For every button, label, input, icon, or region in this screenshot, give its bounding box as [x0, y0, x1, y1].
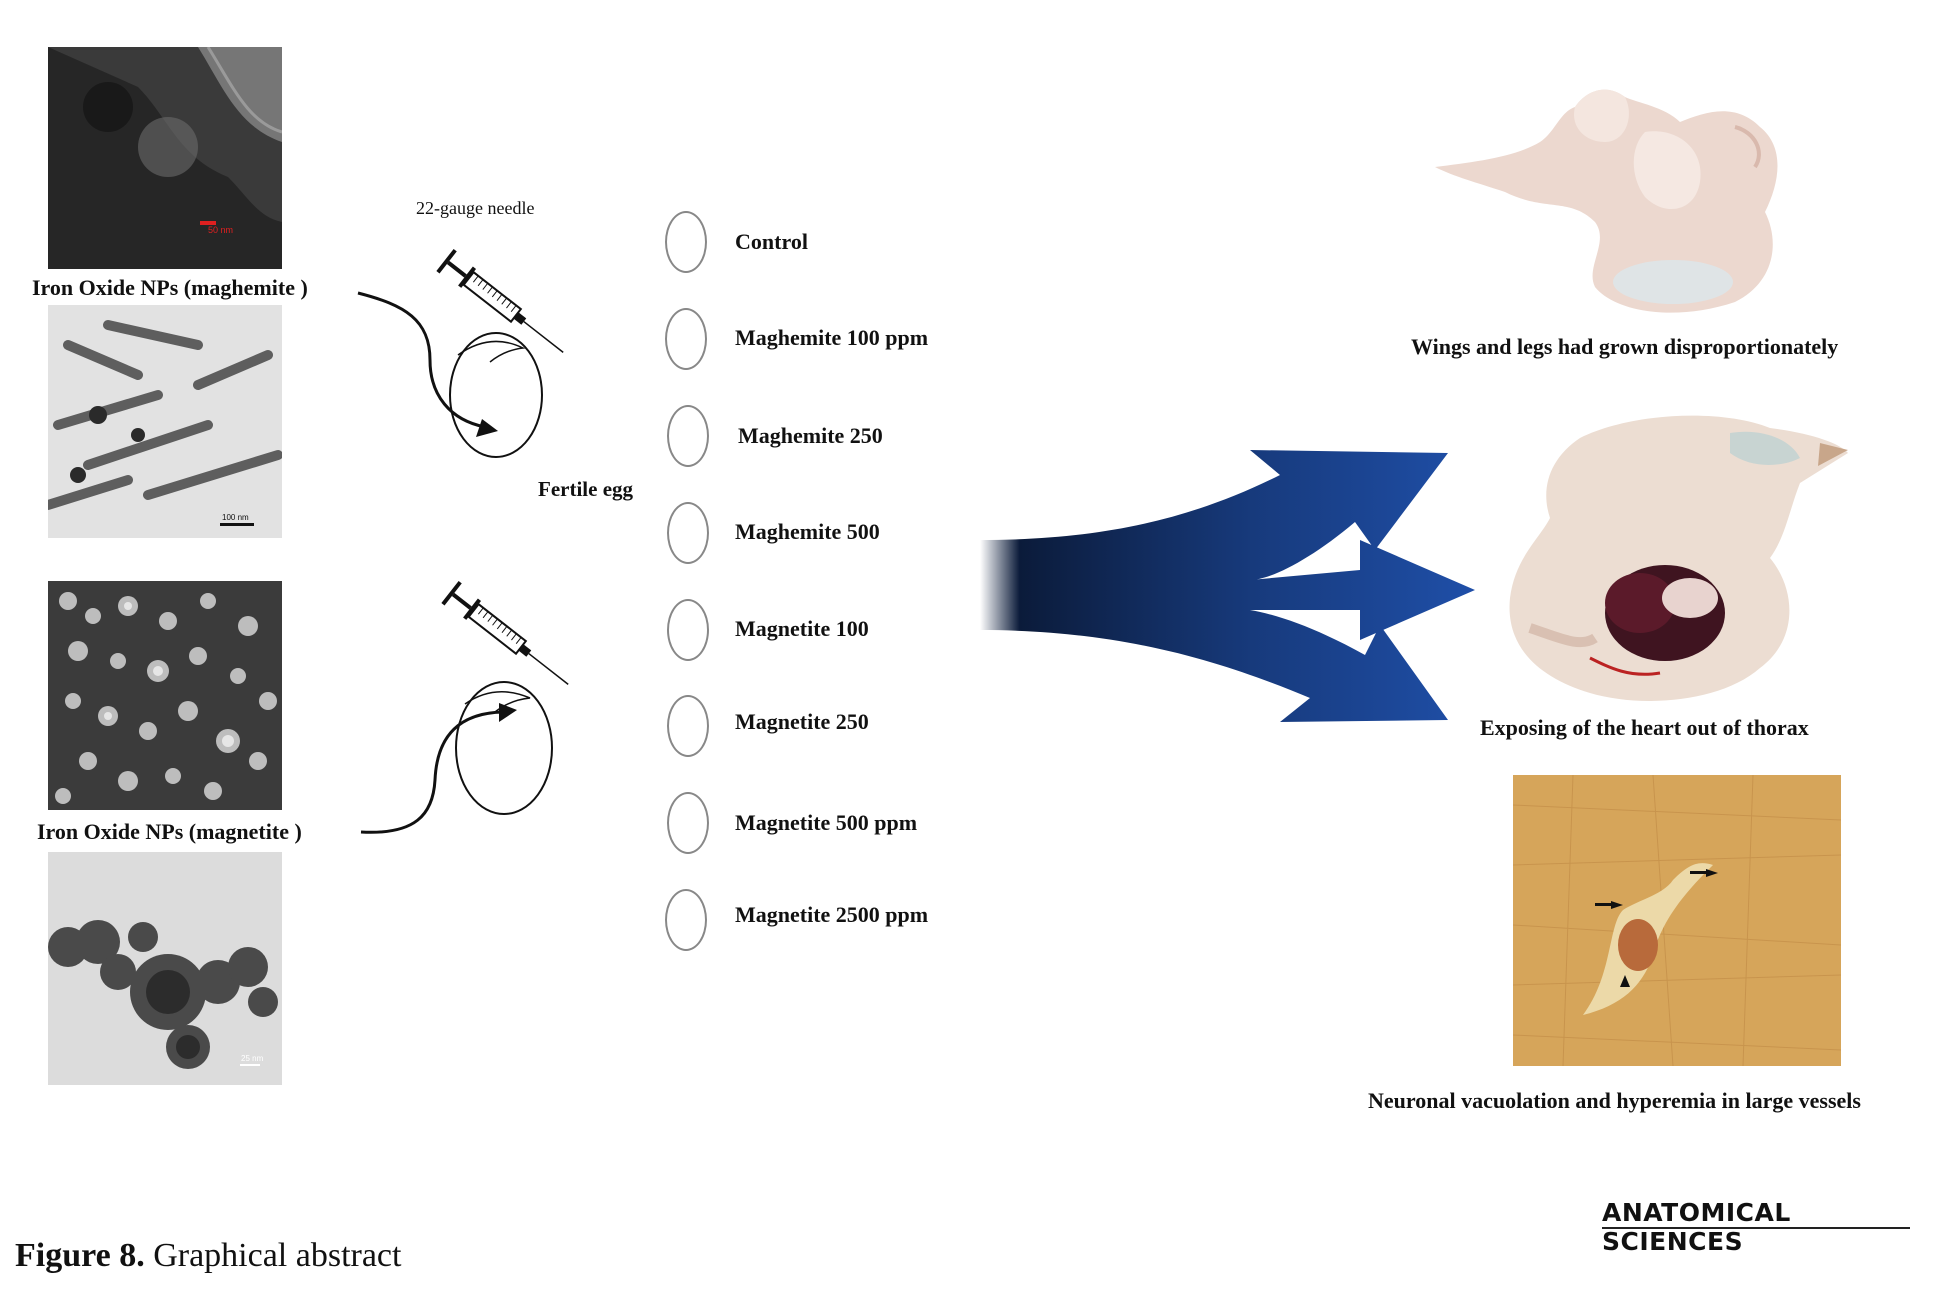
branching-arrow-icon: [980, 450, 1475, 722]
group-egg-icon: [665, 889, 707, 951]
sem-magnetite: [48, 581, 282, 810]
magnetite-label: Iron Oxide NPs (magnetite ): [37, 819, 302, 844]
tem-magnetite: 25 nm: [48, 852, 282, 1085]
group-egg-icon: [667, 695, 709, 757]
group-label: Control: [735, 229, 808, 254]
outcome-caption: Wings and legs had grown disproportionat…: [1411, 334, 1839, 359]
group-label: Magnetite 100: [735, 616, 869, 641]
scale-bar-label: 25 nm: [241, 1054, 264, 1063]
outcome-caption: Neuronal vacuolation and hyperemia in la…: [1368, 1088, 1861, 1113]
group-egg-icon: [665, 308, 707, 370]
group-egg-icon: [667, 405, 709, 467]
embryo-photo-heart: [1500, 408, 1848, 713]
group-egg-icon: [665, 211, 707, 273]
figure-title: Graphical abstract: [144, 1237, 402, 1274]
scale-bar-label: 50 nm: [208, 225, 234, 235]
journal-logo-underline: [1602, 1227, 1910, 1229]
group-label: Maghemite 500: [735, 519, 880, 544]
syringe-icon: [441, 580, 569, 685]
tem-maghemite-2: 100 nm: [48, 305, 282, 538]
journal-logo: ANATOMICAL SCIENCES: [1602, 1198, 1791, 1256]
maghemite-label: Iron Oxide NPs (maghemite ): [32, 275, 308, 300]
curved-arrow-icon: [357, 291, 498, 437]
group-label: Magnetite 250: [735, 709, 869, 734]
embryo-photo-limbs: [1435, 72, 1795, 322]
group-egg-icon: [667, 599, 709, 661]
outcome-caption: Exposing of the heart out of thorax: [1480, 715, 1809, 740]
scale-bar-label: 100 nm: [222, 513, 249, 522]
group-egg-icon: [667, 792, 709, 854]
histology-slide: [1513, 775, 1841, 1066]
figure-number: Figure 8.: [15, 1237, 145, 1274]
figure-caption: Figure 8. Graphical abstract: [15, 1237, 401, 1275]
group-label: Maghemite 250: [738, 423, 883, 448]
group-label: Magnetite 500 ppm: [735, 810, 918, 835]
group-egg-icon: [667, 502, 709, 564]
needle-label: 22-gauge needle: [416, 198, 535, 218]
curved-arrow-icon: [360, 703, 517, 834]
group-label: Magnetite 2500 ppm: [735, 902, 929, 927]
syringe-icon: [436, 248, 564, 353]
tem-maghemite-1: 50 nm: [48, 47, 282, 269]
group-label: Maghemite 100 ppm: [735, 325, 929, 350]
egg-icon: [449, 332, 543, 458]
fertile-egg-label: Fertile egg: [538, 477, 634, 501]
